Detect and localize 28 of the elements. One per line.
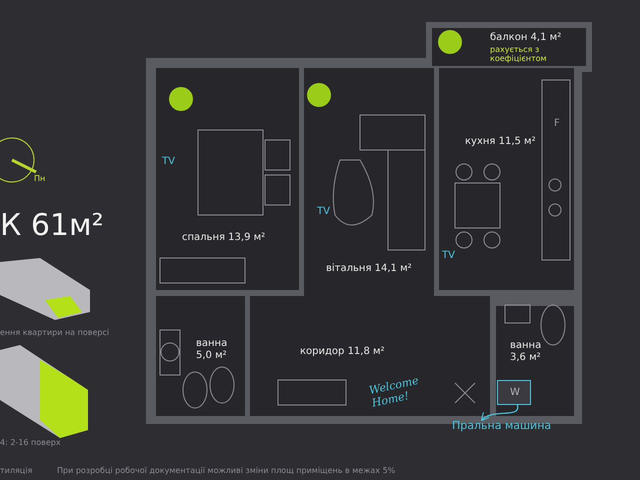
washing-machine-box xyxy=(497,380,531,405)
handwritten-note: Welcome Home! xyxy=(368,372,421,410)
area-heading: К 61м² xyxy=(0,208,104,243)
tv-label: TV xyxy=(317,206,330,217)
room-area xyxy=(432,28,586,66)
room-area xyxy=(496,306,574,416)
room-label: балкон 4,1 м² xyxy=(490,32,562,44)
room-label: ванна 3,6 м² xyxy=(510,340,542,364)
footnote-text: При розробці робочої документації можливі зміни площ приміщень в межах 5% xyxy=(57,466,396,475)
room-label: коридор 11,8 м² xyxy=(300,346,385,358)
room-label: спальня 13,9 м² xyxy=(182,232,266,244)
room-label: кухня 11,5 м² xyxy=(465,136,536,148)
room-area xyxy=(156,68,299,290)
caption-text: тиляція xyxy=(0,466,32,475)
caption-text: 4: 2-16 поверх xyxy=(0,438,61,447)
washer-label: W xyxy=(510,387,520,399)
room-area xyxy=(439,68,574,290)
room-label: вітальня 14,1 м² xyxy=(326,263,412,275)
tv-label: TV xyxy=(442,250,455,261)
annotation-text: Пральна машина xyxy=(452,420,552,432)
room-area xyxy=(250,296,490,416)
fridge-label: F xyxy=(554,118,560,129)
caption-text: ення квартири на поверсі xyxy=(0,328,110,337)
tv-label: TV xyxy=(162,156,175,167)
room-area xyxy=(156,296,245,416)
direction-label: Пн xyxy=(34,174,46,183)
note-text: рахується з коефіцієнтом xyxy=(490,45,548,63)
room-label: ванна 5,0 м² xyxy=(196,338,228,362)
